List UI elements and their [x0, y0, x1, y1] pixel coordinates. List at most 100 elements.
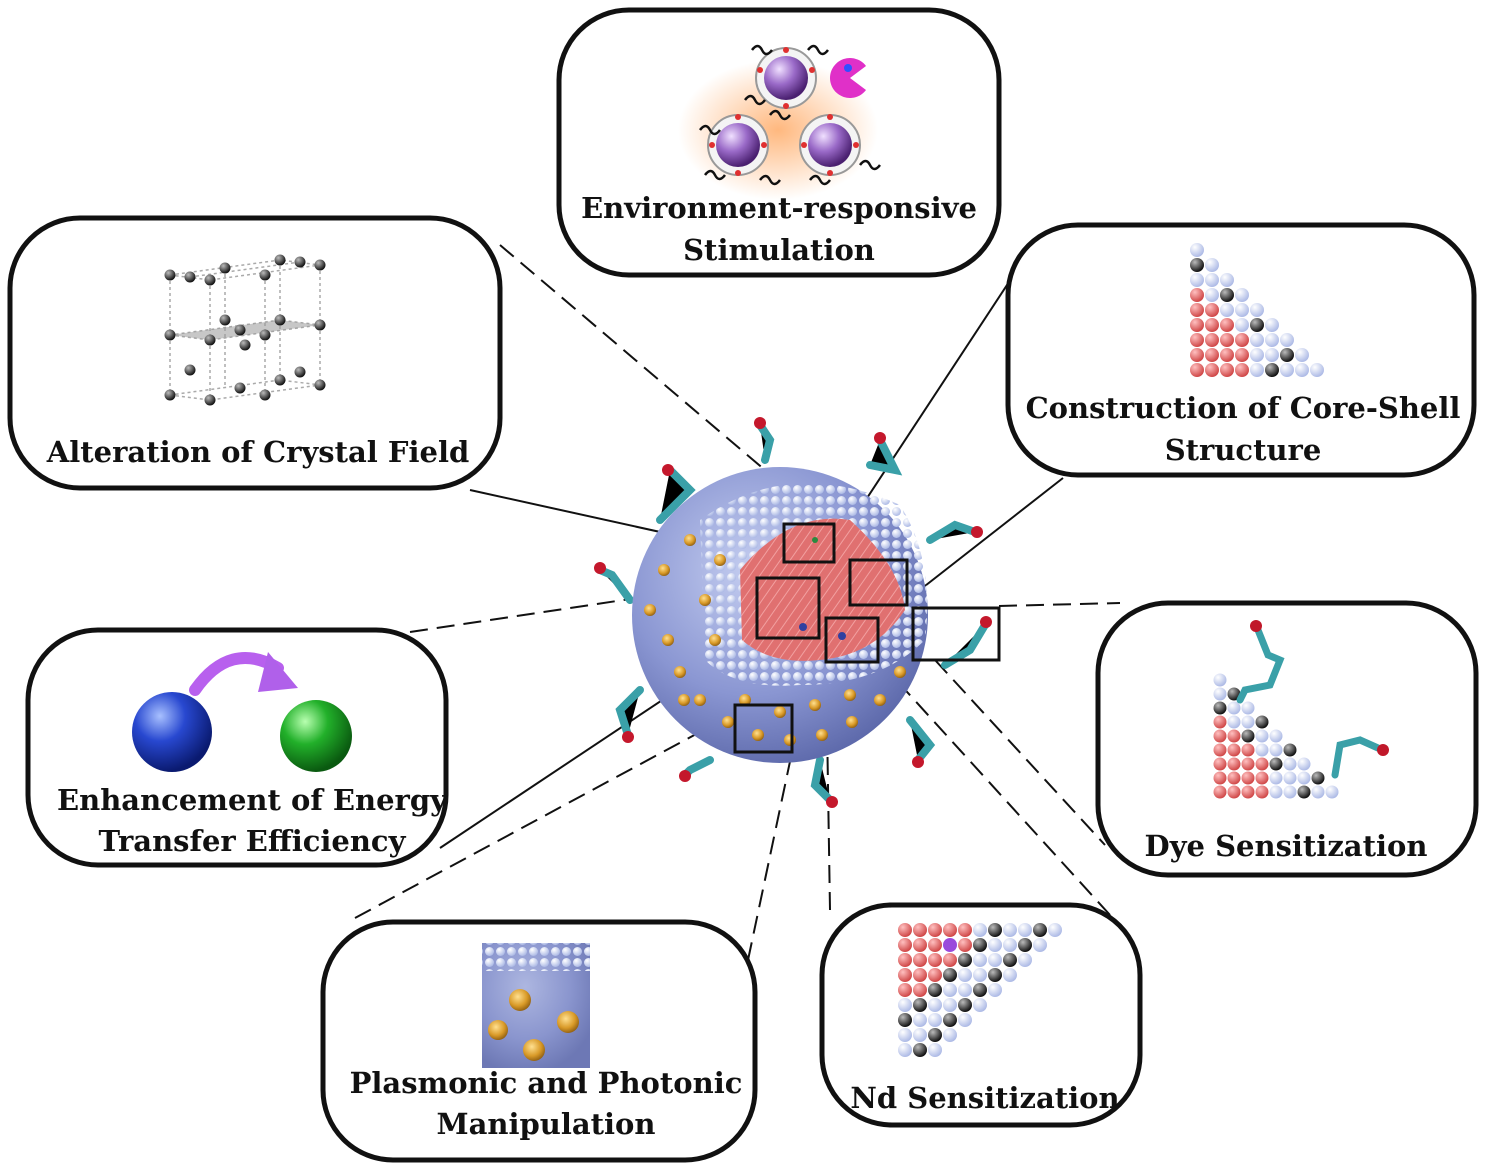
- lattice-atom: [1205, 318, 1219, 332]
- lattice-atom: [1213, 729, 1227, 743]
- lattice-atom: [1311, 785, 1325, 799]
- lattice-atom: [1269, 757, 1283, 771]
- dye-molecule-icon: [1236, 626, 1382, 779]
- lattice-atom: [1227, 785, 1241, 799]
- lattice-atom: [988, 968, 1002, 982]
- lattice-atom: [928, 968, 942, 982]
- lattice-atom: [973, 953, 987, 967]
- lattice-atom: [1269, 771, 1283, 785]
- connector-dye-bottom: [934, 659, 1106, 846]
- lattice-atom: [1213, 701, 1227, 715]
- lattice-atom: [913, 968, 927, 982]
- gold-nanoparticles: [644, 534, 906, 746]
- lattice-atom: [1255, 757, 1269, 771]
- lattice-atom: [943, 983, 957, 997]
- lattice-atom: [898, 1043, 912, 1057]
- lattice-atom: [943, 1028, 957, 1042]
- lattice-atom: [928, 983, 942, 997]
- lattice-atom: [928, 953, 942, 967]
- panel-nd-sensitization: Nd Sensitization: [819, 902, 1143, 1128]
- energy-transfer-label-line2: Transfer Efficiency: [99, 824, 407, 858]
- lattice-atom: [1325, 785, 1339, 799]
- lattice-atom: [898, 998, 912, 1012]
- lattice-atom: [1213, 743, 1227, 757]
- lattice-atom: [1269, 743, 1283, 757]
- lattice-atom: [1190, 318, 1204, 332]
- lattice-atom: [913, 983, 927, 997]
- lattice-atom: [1213, 771, 1227, 785]
- lattice-atom: [928, 998, 942, 1012]
- box-nd: [824, 616, 880, 664]
- lattice-atom: [1227, 687, 1241, 701]
- lattice-atom: [928, 923, 942, 937]
- connector-core-shell-top: [847, 249, 1031, 528]
- lattice-atom: [1310, 363, 1324, 377]
- lattice-atom: [1213, 757, 1227, 771]
- lattice-atoms: [164, 254, 326, 406]
- panel-core-shell: Construction of Core-Shell Structure: [1005, 222, 1477, 478]
- lattice-atom: [1220, 318, 1234, 332]
- lattice-atom: [1220, 303, 1234, 317]
- core-shell-label-line1: Construction of Core-Shell: [1026, 391, 1461, 425]
- lattice-atom: [1241, 729, 1255, 743]
- lattice-atom: [1227, 757, 1241, 771]
- lattice-atom: [1190, 303, 1204, 317]
- lattice-atom: [913, 953, 927, 967]
- connector-plasmonic-right: [747, 751, 793, 961]
- lattice-atom: [1283, 757, 1297, 771]
- lattice-atom: [1295, 348, 1309, 362]
- lattice-atom: [1018, 923, 1032, 937]
- lattice-atom: [1003, 938, 1017, 952]
- lattice-atom: [1280, 363, 1294, 377]
- panel-energy-transfer: Enhancement of Energy Transfer Efficienc…: [25, 627, 449, 868]
- lattice-atom: [1250, 363, 1264, 377]
- lattice-atom: [1235, 333, 1249, 347]
- lattice-atom: [1003, 953, 1017, 967]
- lattice-atom: [1205, 258, 1219, 272]
- lattice-atom: [1190, 348, 1204, 362]
- dye-lattice-icon: [1213, 673, 1339, 799]
- lattice-atom: [1295, 363, 1309, 377]
- lattice-atom: [1205, 333, 1219, 347]
- lattice-atom: [1283, 785, 1297, 799]
- lattice-atom: [1297, 785, 1311, 799]
- lattice-atom: [1205, 348, 1219, 362]
- lattice-atom: [1241, 715, 1255, 729]
- plasmonic-shell-icon: [482, 943, 590, 1068]
- lattice-atom: [1235, 363, 1249, 377]
- lattice-atom: [1241, 785, 1255, 799]
- connector-energy-transfer-dashed: [409, 579, 758, 633]
- connector-dye-top: [998, 602, 1121, 607]
- lattice-atom: [1250, 303, 1264, 317]
- lattice-atom: [1255, 715, 1269, 729]
- lattice-atom: [988, 923, 1002, 937]
- lattice-atom: [1241, 701, 1255, 715]
- lattice-atom: [958, 998, 972, 1012]
- lattice-atom: [913, 1013, 927, 1027]
- lattice-atom: [913, 923, 927, 937]
- lattice-atom: [1255, 743, 1269, 757]
- lattice-atom: [1220, 273, 1234, 287]
- lattice-atom: [943, 923, 957, 937]
- lattice-atom: [1227, 701, 1241, 715]
- lattice-atom: [943, 998, 957, 1012]
- lattice-atom: [943, 938, 957, 952]
- lattice-atom: [1190, 333, 1204, 347]
- core-shell-lattice-icon: [1190, 243, 1324, 377]
- lattice-atom: [1235, 288, 1249, 302]
- highlight-boxes: [733, 522, 1001, 754]
- lattice-atom: [1033, 938, 1047, 952]
- lattice-atom: [1227, 771, 1241, 785]
- lattice-atom: [1213, 785, 1227, 799]
- environment-label-line2: Stimulation: [683, 233, 875, 267]
- lattice-atom: [973, 998, 987, 1012]
- lattice-atom: [928, 1013, 942, 1027]
- surface-ligands: [594, 417, 992, 808]
- lattice-atom: [898, 953, 912, 967]
- core-region: [740, 518, 905, 661]
- lattice-atom: [1297, 771, 1311, 785]
- lattice-atom: [958, 1013, 972, 1027]
- panel-crystal-field: Alteration of Crystal Field: [7, 215, 503, 491]
- panel-environment-responsive: Environment-responsive Stimulation: [556, 7, 1002, 278]
